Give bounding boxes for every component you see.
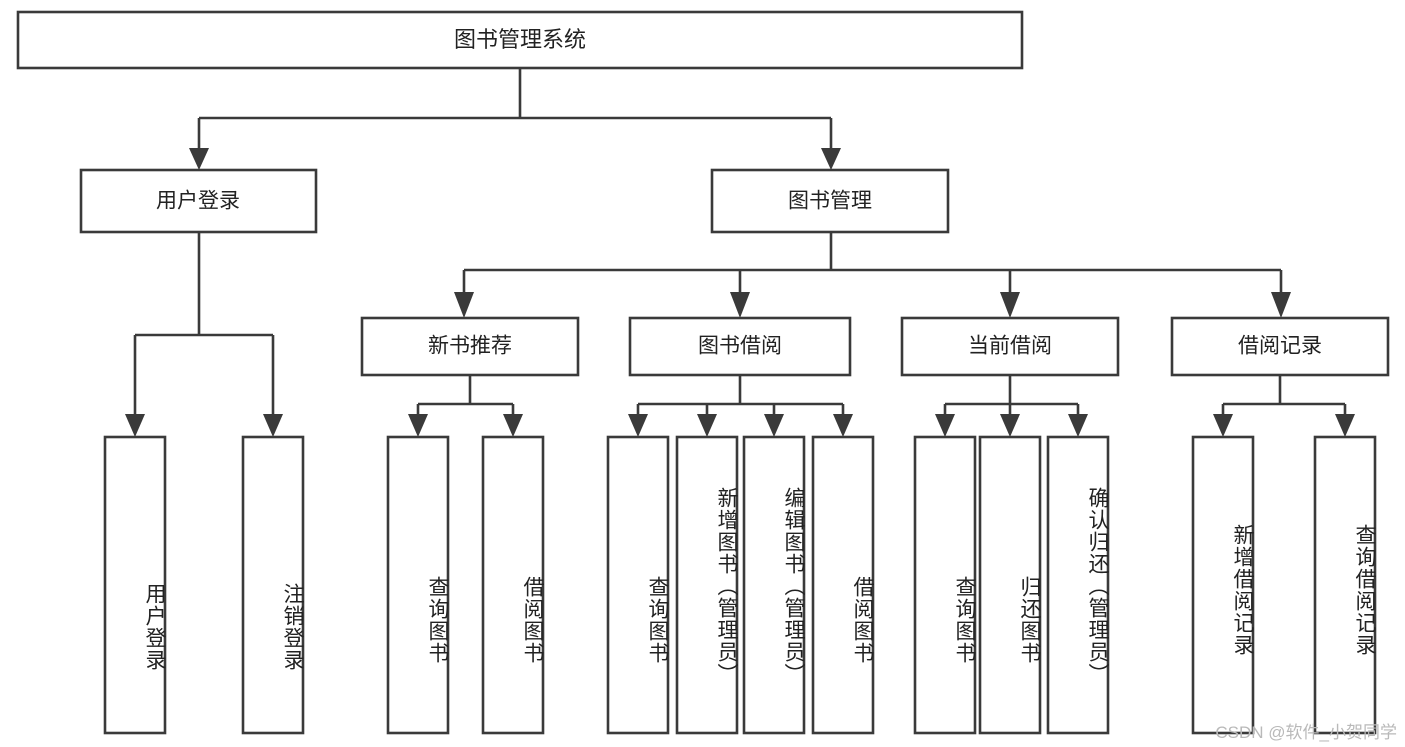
- node-root-box[interactable]: [16, 10, 1024, 70]
- connector-group-borrow-record: [1213, 375, 1355, 437]
- node-leaf-box-10[interactable]: [1046, 435, 1110, 735]
- arrow-head-leaf-5: [628, 414, 648, 437]
- node-leaf-box-7[interactable]: [811, 435, 875, 735]
- connector-group-user-login: [125, 232, 283, 437]
- node-leaf-box-8[interactable]: [913, 435, 977, 735]
- arrow-head-new-book: [454, 292, 474, 318]
- node-level2-box-1[interactable]: [710, 168, 950, 234]
- node-level2-box-0[interactable]: [79, 168, 318, 234]
- arrow-head-leaf-7: [764, 414, 784, 437]
- arrow-head-leaf-1: [125, 414, 145, 437]
- node-level2-label-0: 用户登录: [156, 190, 240, 213]
- connector-group-book-borrow: [628, 375, 853, 437]
- arrow-head-current-borrow: [1000, 292, 1020, 318]
- node-leaf-box-3[interactable]: [481, 435, 545, 735]
- arrow-head-borrow-record: [1271, 292, 1291, 318]
- node-level3-box-3[interactable]: [1170, 316, 1390, 377]
- arrow-head-leaf-8: [833, 414, 853, 437]
- arrow-head-leaf-3: [408, 414, 428, 437]
- arrow-head-leaf-10: [1000, 414, 1020, 437]
- node-leaf-box-2[interactable]: [386, 435, 450, 735]
- node-leaf-box-6[interactable]: [742, 435, 806, 735]
- connector-group-root: [189, 68, 841, 170]
- arrow-head-book-borrow: [730, 292, 750, 318]
- node-leaf-box-1[interactable]: [241, 435, 305, 735]
- node-level3-label-3: 借阅记录: [1238, 335, 1322, 358]
- node-level3-label-0: 新书推荐: [428, 335, 512, 358]
- arrow-head-leaf-11: [1068, 414, 1088, 437]
- arrow-head-leaf-13: [1335, 414, 1355, 437]
- connector-group-book-manage: [454, 232, 1291, 318]
- node-leaf-box-11[interactable]: [1191, 435, 1255, 735]
- node-level3-label-1: 图书借阅: [698, 335, 782, 358]
- arrow-head-leaf-6: [697, 414, 717, 437]
- connector-group-current-borrow: [935, 375, 1088, 437]
- node-leaf-box-4[interactable]: [606, 435, 670, 735]
- node-leaf-box-9[interactable]: [978, 435, 1042, 735]
- node-level3-label-2: 当前借阅: [968, 335, 1052, 358]
- node-level2-label-1: 图书管理: [788, 190, 872, 213]
- node-level3-box-2[interactable]: [900, 316, 1120, 377]
- node-leaf-box-0[interactable]: [103, 435, 167, 735]
- arrow-head-leaf-4: [503, 414, 523, 437]
- watermark-text: CSDN @软件_小贺同学: [1215, 723, 1397, 742]
- node-level3-box-1[interactable]: [628, 316, 852, 377]
- node-leaf-box-12[interactable]: [1313, 435, 1377, 735]
- node-leaf-box-5[interactable]: [675, 435, 739, 735]
- arrow-head-book-manage: [821, 148, 841, 170]
- arrow-head-leaf-2: [263, 414, 283, 437]
- arrow-head-leaf-12: [1213, 414, 1233, 437]
- node-root-label: 图书管理系统: [454, 27, 586, 52]
- arrow-head-leaf-9: [935, 414, 955, 437]
- connector-group-new-book: [408, 375, 523, 437]
- node-level3-box-0[interactable]: [360, 316, 580, 377]
- arrow-head-user-login: [189, 148, 209, 170]
